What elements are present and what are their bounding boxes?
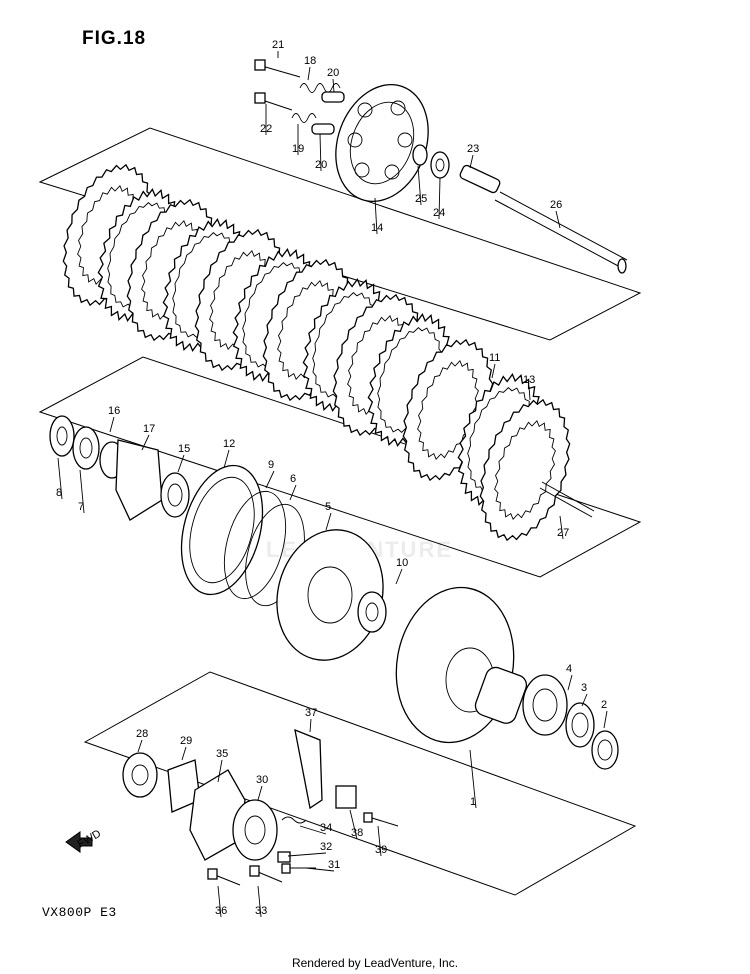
callout-39: 39 (375, 844, 387, 856)
fwd-marker: FWD (76, 828, 104, 851)
leader-line (349, 809, 358, 840)
leader-line (265, 470, 275, 489)
leader-line (438, 177, 441, 220)
callout-19: 19 (292, 143, 304, 155)
leader-line (581, 693, 588, 707)
callout-29: 29 (180, 735, 192, 747)
leader-line (181, 746, 187, 761)
callout-22: 22 (260, 123, 272, 135)
callout-32: 32 (320, 841, 332, 853)
leader-line (377, 825, 382, 857)
clutch-hub-parts (49, 415, 619, 770)
callout-14: 14 (371, 222, 383, 234)
leader-line (567, 674, 573, 691)
callout-34: 34 (320, 822, 332, 834)
leader-line (528, 385, 531, 401)
callout-13: 13 (523, 374, 535, 386)
callout-17: 17 (143, 423, 155, 435)
leader-line (287, 852, 327, 857)
leader-line (137, 739, 143, 753)
callout-20: 20 (327, 67, 339, 79)
clutch-bolts-and-springs (254, 59, 345, 135)
callout-30: 30 (256, 774, 268, 786)
leader-line (309, 718, 312, 733)
leader-line (305, 867, 335, 872)
callout-38: 38 (351, 827, 363, 839)
release-assembly-boundary (83, 671, 637, 896)
leader-line (307, 66, 311, 81)
leader-line (257, 785, 263, 801)
leader-line (289, 484, 297, 501)
callout-4: 4 (566, 663, 572, 675)
leader-line (395, 568, 403, 585)
callout-7: 7 (78, 501, 84, 513)
clutch-plate-inner (494, 419, 556, 521)
leader-line (559, 515, 564, 540)
callout-9: 9 (268, 459, 274, 471)
callout-8: 8 (56, 487, 62, 499)
leader-line (469, 154, 474, 169)
callout-6: 6 (290, 473, 296, 485)
release-mechanism-parts: FWD (65, 728, 399, 886)
leader-line (325, 512, 332, 531)
leader-line (177, 454, 185, 473)
callout-11: 11 (489, 352, 500, 364)
leader-line (332, 78, 335, 93)
leader-line (555, 210, 561, 229)
leader-line (319, 133, 322, 172)
callout-10: 10 (396, 557, 408, 569)
callout-27: 27 (557, 527, 569, 539)
callout-35: 35 (216, 748, 228, 760)
callout-15: 15 (178, 443, 190, 455)
callout-23: 23 (467, 143, 479, 155)
callout-3: 3 (581, 682, 587, 694)
model-code: VX800P E3 (42, 905, 117, 920)
callout-21: 21 (272, 39, 284, 51)
clutch-plate-inner (417, 359, 479, 461)
figure-title: FIG.18 (82, 28, 147, 49)
clutch-plate (479, 398, 571, 542)
callout-26: 26 (550, 199, 562, 211)
leader-line (257, 885, 262, 918)
callout-5: 5 (325, 501, 331, 513)
footer-credit: Rendered by LeadVenture, Inc. (291, 956, 459, 970)
callout-1: 1 (470, 796, 476, 808)
callout-16: 16 (108, 405, 120, 417)
leader-line (491, 363, 496, 379)
callout-28: 28 (136, 728, 148, 740)
callout-36: 36 (215, 905, 227, 917)
leader-line (217, 885, 222, 918)
callout-12: 12 (223, 438, 235, 450)
callout-31: 31 (328, 859, 340, 871)
pressure-disc (335, 83, 429, 203)
leader-line (299, 825, 327, 835)
clutch-plate-stack (62, 163, 571, 542)
leader-line (79, 469, 85, 514)
callout-24: 24 (433, 207, 445, 219)
callout-2: 2 (601, 699, 607, 711)
leader-line (217, 759, 223, 783)
callout-25: 25 (415, 193, 427, 205)
leader-line (374, 197, 378, 235)
leader-line (417, 165, 422, 206)
callout-33: 33 (255, 905, 267, 917)
clutch-assembly-boundary (38, 356, 642, 578)
leader-line (603, 710, 608, 729)
callout-18: 18 (304, 55, 316, 67)
plate-stack-boundary (38, 127, 642, 341)
callout-20: 20 (315, 159, 327, 171)
leader-line (109, 416, 115, 433)
callout-37: 37 (305, 707, 317, 719)
leader-line (141, 434, 150, 451)
leader-line (223, 449, 230, 469)
leader-line (57, 457, 63, 500)
release-rod-parts (412, 144, 628, 274)
leader-line (469, 749, 477, 809)
